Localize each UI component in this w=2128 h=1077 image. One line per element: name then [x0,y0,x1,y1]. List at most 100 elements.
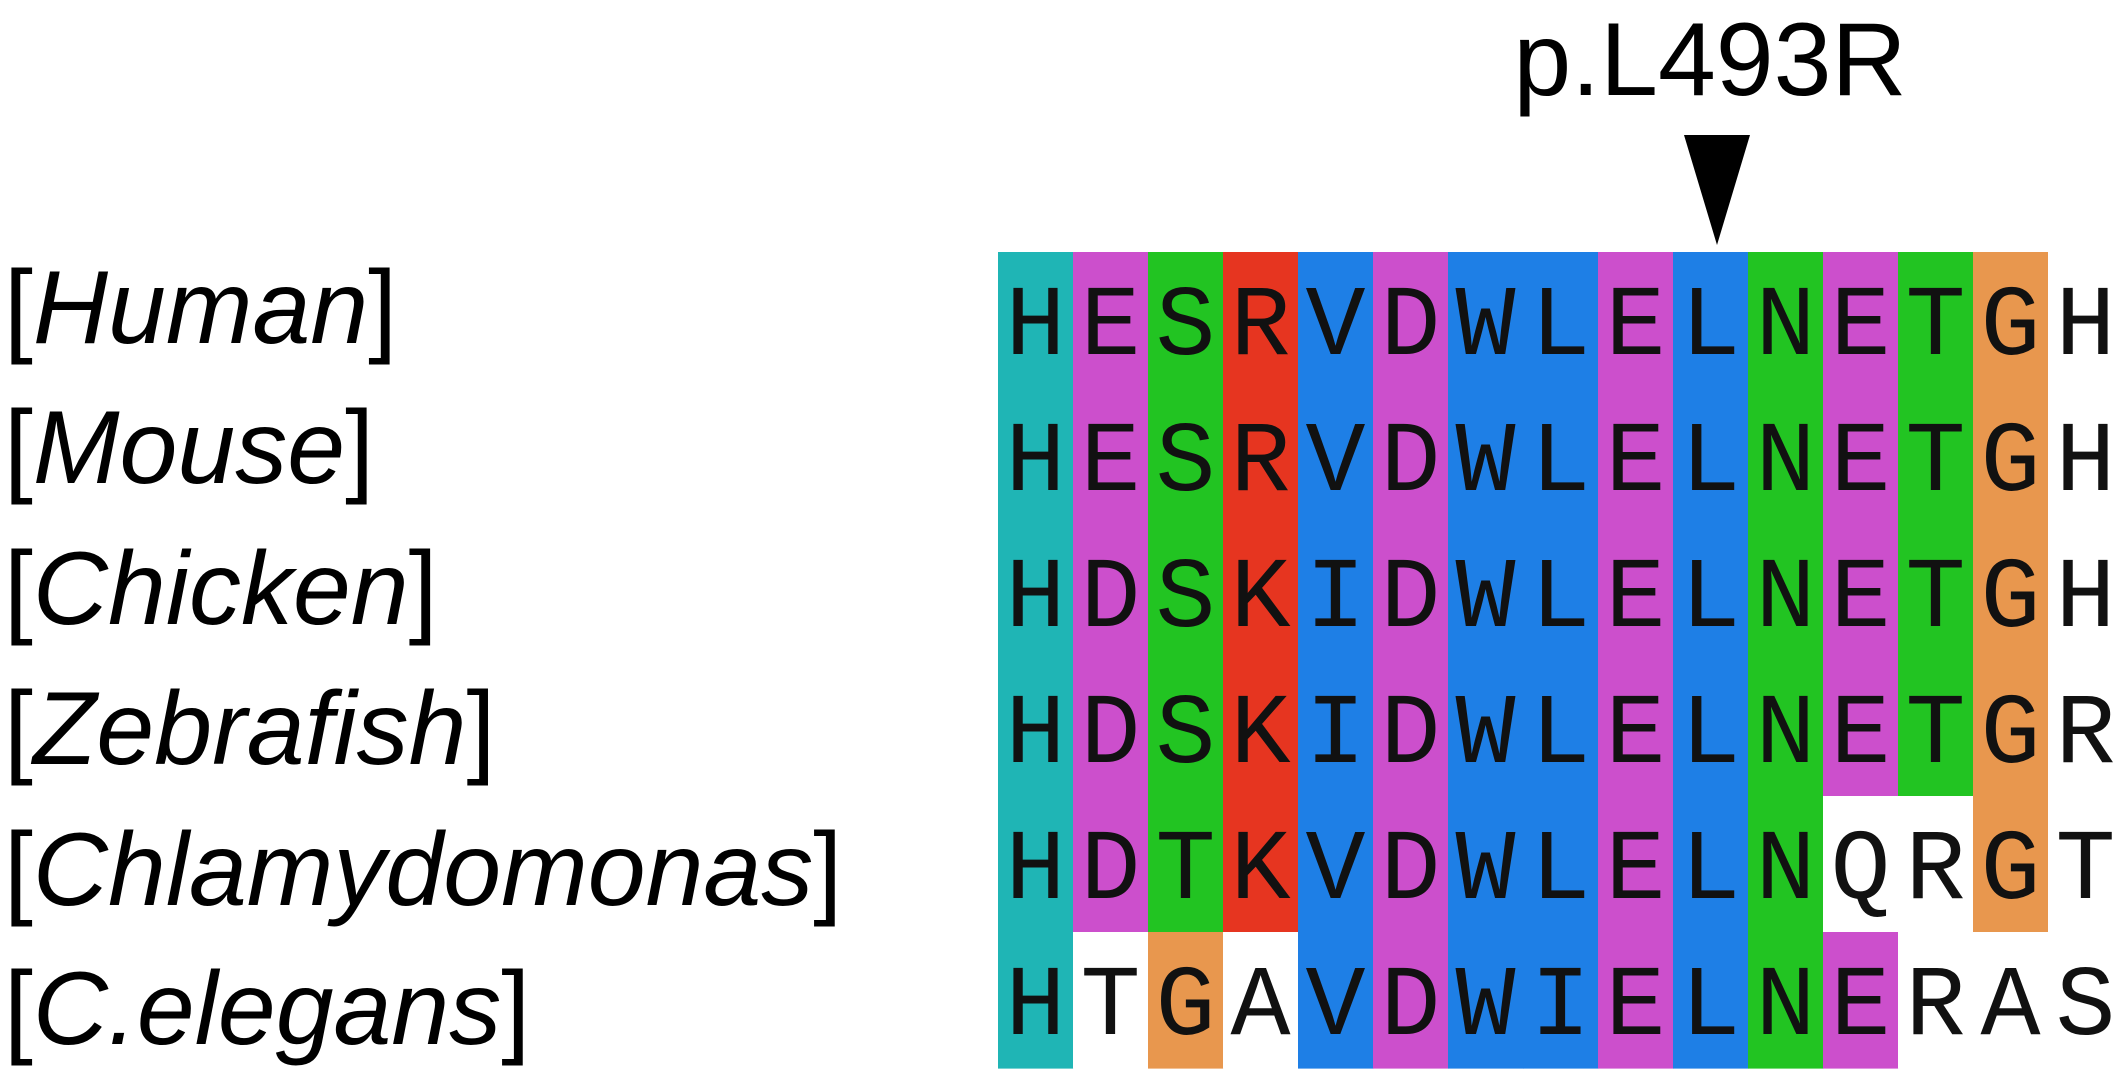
residue-cell [998,932,1074,1069]
residue-cell [1148,660,1224,797]
bracket-close: ] [368,250,398,366]
residue-cell [1673,796,1749,933]
residue-cell [1748,660,1824,797]
residue-letter: E [1830,544,1890,657]
residue-cell [998,524,1074,661]
residue-letter: R [1230,272,1290,385]
residue-letter: E [1830,952,1890,1065]
residue-cell [1298,796,1374,933]
residue-cell [1973,524,2049,661]
residue-cell [1973,796,2049,933]
residue-letter: S [1155,544,1215,657]
residue-cell [1823,252,1899,389]
residue-cell [1898,796,1974,933]
residue-letter: E [1605,408,1665,521]
residue-letter: L [1680,680,1740,793]
residue-cell [1073,252,1149,389]
residue-cell [1973,252,2049,389]
species-name: Zebrafish [32,671,467,787]
residue-cell [1223,796,1299,933]
species-name: C.elegans [32,951,502,1067]
residue-cell [1973,660,2049,797]
residue-cell [998,660,1074,797]
residue-cell [1523,932,1599,1069]
residue-cell [1673,524,1749,661]
residue-letter: E [1605,816,1665,929]
residue-cell [2048,660,2124,797]
residue-letter: R [1230,408,1290,521]
residue-cell [1223,524,1299,661]
residue-cell [1448,388,1524,525]
residue-letter: H [1005,816,1065,929]
residue-letter: V [1305,816,1365,929]
species-label-chlamydomonas: [Chlamydomonas] [4,802,842,938]
residue-cell [1148,388,1224,525]
residue-letter: G [1980,544,2040,657]
residue-letter: D [1380,680,1440,793]
residue-letter: L [1530,408,1590,521]
residue-cell [1148,796,1224,933]
mutation-label: p.L493R [1513,2,1907,118]
residue-letter: T [1905,272,1965,385]
residue-cell [1673,252,1749,389]
residue-cell [1898,388,1974,525]
residue-cell [1598,524,1674,661]
mutation-arrow-triangle [1684,135,1750,245]
residue-cell [998,252,1074,389]
residue-cell [1223,660,1299,797]
residue-cell [1373,796,1449,933]
residue-letter: I [1305,680,1365,793]
residue-cell [1298,660,1374,797]
residue-letter: D [1380,952,1440,1065]
residue-cell [998,388,1074,525]
residue-cell [1148,252,1224,389]
residue-letter: T [1155,816,1215,929]
residue-letter: L [1680,952,1740,1065]
residue-cell [1298,524,1374,661]
species-name: Human [32,250,369,366]
residue-letter: D [1380,544,1440,657]
residue-letter: G [1980,680,2040,793]
residue-letter: L [1680,816,1740,929]
residue-letter: H [2055,272,2115,385]
residue-letter: E [1080,272,1140,385]
bracket-close: ] [501,951,531,1067]
residue-cell [1748,252,1824,389]
residue-cell [1523,660,1599,797]
residue-letter: N [1755,272,1815,385]
residue-cell [1448,524,1524,661]
residue-letter: K [1230,680,1290,793]
residue-letter: D [1380,408,1440,521]
residue-letter: E [1605,952,1665,1065]
residue-letter: S [2055,952,2115,1065]
residue-letter: L [1530,544,1590,657]
residue-cell [1298,252,1374,389]
residue-cell [1748,932,1824,1069]
bracket-open: [ [4,390,33,506]
bracket-open: [ [4,951,33,1067]
residue-letter: W [1455,680,1515,793]
residue-cell [1823,388,1899,525]
residue-letter: W [1455,408,1515,521]
residue-letter: G [1980,408,2040,521]
residue-letter: T [1905,544,1965,657]
residue-cell [1223,388,1299,525]
species-name: Chlamydomonas [32,812,814,928]
species-name: Chicken [32,531,409,647]
residue-letter: W [1455,272,1515,385]
residue-cell [1148,932,1224,1069]
residue-cell [1673,388,1749,525]
residue-letter: H [2055,408,2115,521]
residue-letter: V [1305,272,1365,385]
residue-cell [1373,252,1449,389]
residue-letter: T [1905,680,1965,793]
residue-cell [2048,388,2124,525]
residue-cell [1298,388,1374,525]
residue-cell [1523,252,1599,389]
species-label-c-elegans: [C.elegans] [4,941,530,1077]
residue-letter: W [1455,816,1515,929]
residue-cell [2048,252,2124,389]
